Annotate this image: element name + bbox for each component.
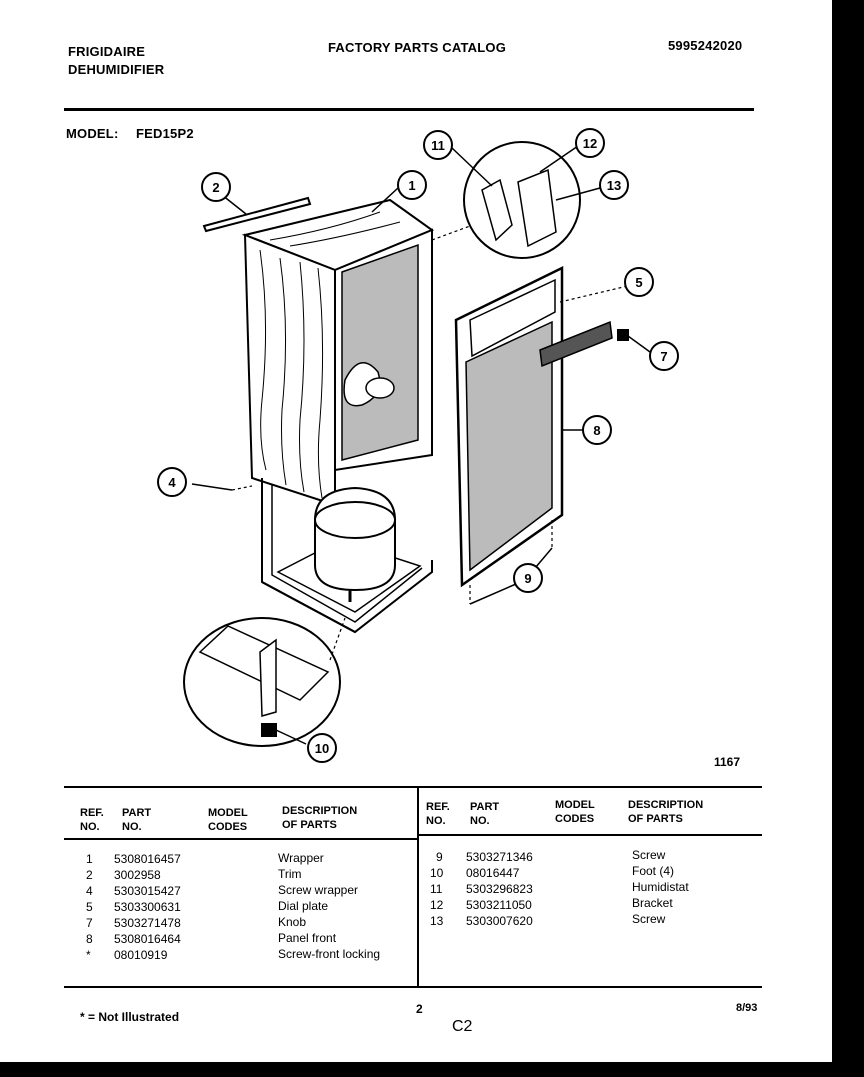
- row-part: 5303271478: [114, 916, 181, 930]
- table-bottom-rule: [64, 986, 762, 988]
- catalog-number: 5995242020: [668, 38, 743, 53]
- callout-10-label: 10: [315, 741, 329, 756]
- brand-name: FRIGIDAIRE: [68, 44, 146, 59]
- row-part: 5303015427: [114, 884, 181, 898]
- row-desc: Screw wrapper: [278, 883, 359, 897]
- row-ref: 13: [430, 914, 444, 928]
- row-ref: 4: [86, 884, 93, 898]
- revision-date: 8/93: [736, 1002, 758, 1014]
- row-ref: 9: [436, 850, 443, 864]
- catalog-page: FRIGIDAIRE DEHUMIDIFIER FACTORY PARTS CA…: [0, 0, 832, 1062]
- callout-7-label: 7: [660, 349, 667, 364]
- callout-2-label: 2: [212, 180, 219, 195]
- figure-number: 1167: [714, 755, 740, 769]
- model-number: FED15P2: [136, 126, 194, 141]
- foot: [261, 723, 277, 737]
- row-desc: Screw: [632, 848, 666, 862]
- row-part: 5303007620: [466, 914, 533, 928]
- row-desc: Screw: [632, 912, 666, 926]
- dial-plate: [539, 320, 613, 368]
- row-ref: 1: [86, 852, 93, 866]
- callout-13: [599, 170, 629, 200]
- callout-9: [513, 563, 543, 593]
- bracket: [517, 168, 557, 248]
- page-title: FACTORY PARTS CATALOG: [328, 40, 507, 55]
- callout-10: [307, 733, 337, 763]
- callout-2: [201, 172, 231, 202]
- knob: [617, 329, 629, 341]
- row-part: 08016447: [466, 866, 520, 880]
- row-part: 08010919: [114, 948, 168, 962]
- header-rule: [64, 108, 754, 111]
- row-desc: Knob: [278, 915, 307, 929]
- scan-edge-bottom: [0, 1062, 864, 1077]
- row-ref: *: [86, 948, 91, 962]
- row-desc: Panel front: [278, 931, 337, 945]
- callout-8-label: 8: [593, 423, 600, 438]
- row-part: 5303300631: [114, 900, 181, 914]
- callout-1-label: 1: [408, 178, 415, 193]
- row-part: 5308016464: [114, 932, 181, 946]
- cabinet-side: [243, 233, 336, 507]
- table-header-rule-left: [64, 838, 418, 840]
- page-code: C2: [452, 1018, 473, 1035]
- cabinet-grille: [341, 243, 419, 461]
- callout-13-label: 13: [607, 178, 621, 193]
- row-ref: 5: [86, 900, 93, 914]
- row-part: 5303271346: [466, 850, 533, 864]
- row-ref: 11: [430, 882, 443, 896]
- row-ref: 7: [86, 916, 93, 930]
- callout-4-label: 4: [168, 475, 176, 490]
- row-ref: 12: [430, 898, 444, 912]
- callout-1: [397, 170, 427, 200]
- row-desc: Dial plate: [278, 899, 329, 913]
- row-desc: Wrapper: [278, 851, 324, 865]
- callout-11-label: 11: [431, 138, 445, 153]
- row-part: 5303211050: [466, 898, 532, 912]
- callout-5: [624, 267, 654, 297]
- humidistat: [481, 178, 513, 242]
- exploded-parts-diagram: 1 2 4 5 7 8 9 10 11 12 13 1167: [157, 128, 740, 769]
- callout-11: [423, 130, 453, 160]
- col-ref-left: REF.NO.: [80, 807, 104, 833]
- row-desc: Bracket: [632, 896, 673, 910]
- row-desc: Foot (4): [632, 864, 675, 878]
- table-top-rule: [64, 786, 762, 788]
- callout-12: [575, 128, 605, 158]
- row-desc: Humidistat: [632, 880, 689, 894]
- front-grille: [465, 320, 553, 572]
- control-panel: [469, 278, 556, 358]
- row-part: 5308016457: [114, 852, 181, 866]
- table-header-rule-right: [418, 834, 762, 836]
- table-divider: [417, 786, 419, 986]
- callout-9-label: 9: [524, 571, 531, 586]
- callout-7: [649, 341, 679, 371]
- page-number: 2: [416, 1002, 423, 1016]
- row-ref: 8: [86, 932, 93, 946]
- row-ref: 10: [430, 866, 444, 880]
- product-name: DEHUMIDIFIER: [68, 62, 165, 77]
- row-part: 5303296823: [466, 882, 533, 896]
- scan-edge-right: [832, 0, 864, 1077]
- row-part: 3002958: [114, 868, 161, 882]
- callout-4: [157, 467, 187, 497]
- trim-strip: [202, 196, 312, 233]
- callout-8: [582, 415, 612, 445]
- not-illustrated-note: * = Not Illustrated: [80, 1010, 180, 1024]
- callout-5-label: 5: [635, 275, 642, 290]
- model-label: MODEL:: [66, 126, 119, 141]
- row-desc: Trim: [278, 867, 302, 881]
- col-ref-right: REF.NO.: [426, 801, 450, 827]
- row-ref: 2: [86, 868, 93, 882]
- row-desc: Screw-front locking: [278, 947, 381, 961]
- callout-12-label: 12: [583, 136, 597, 151]
